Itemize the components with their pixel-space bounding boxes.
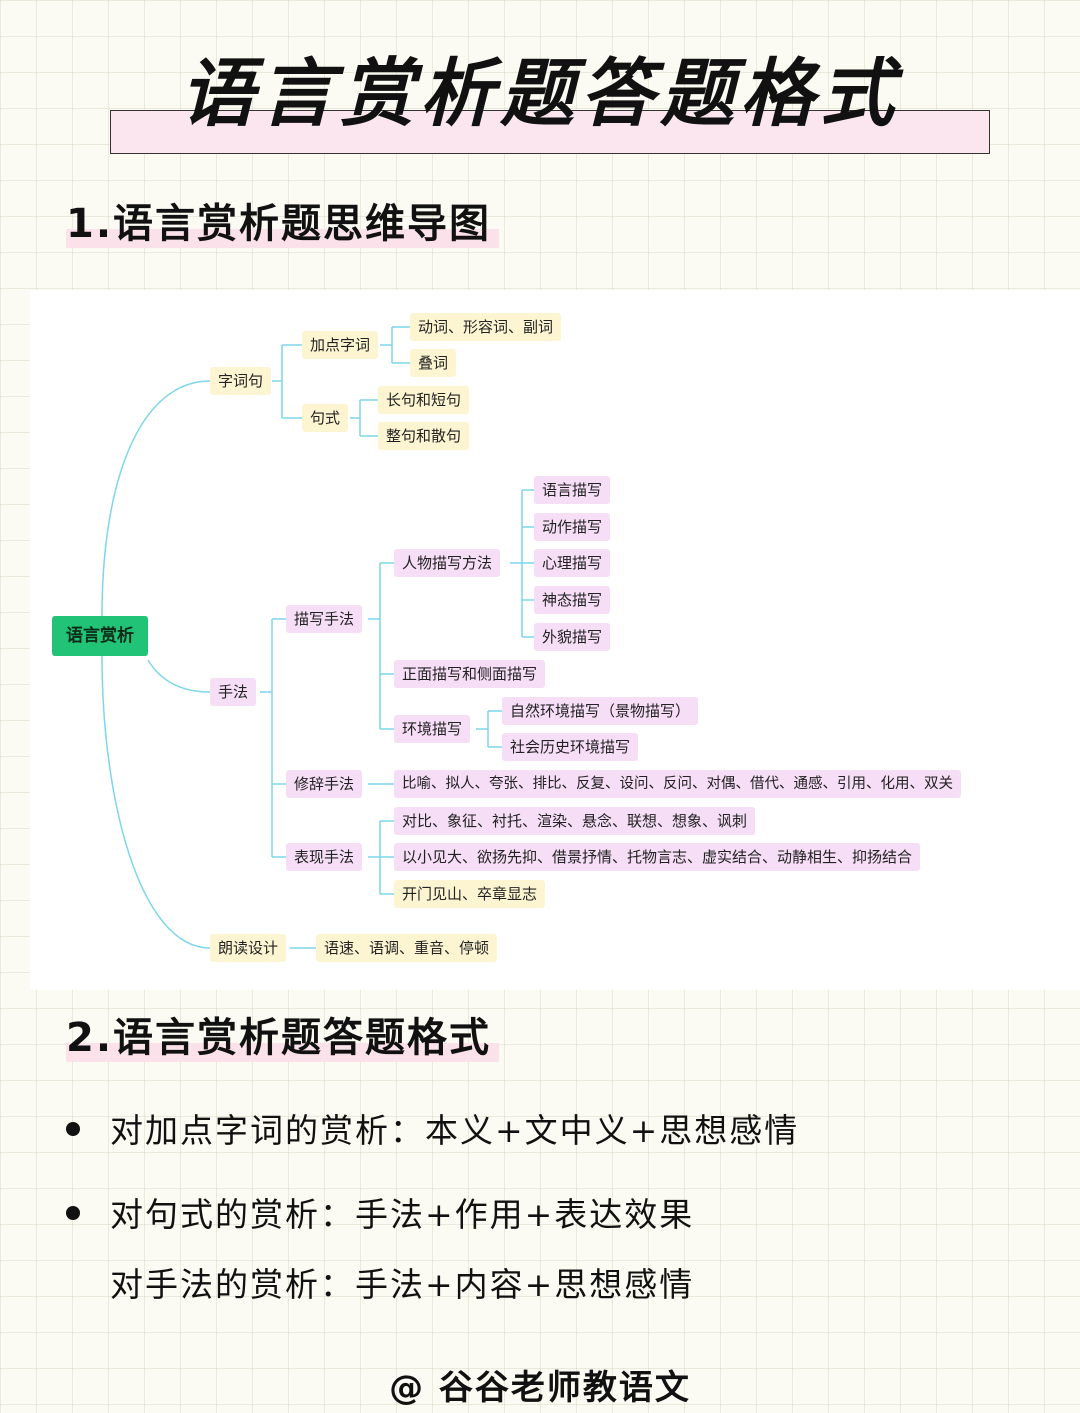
bullet-text-1: 对加点字词的赏析：本义+文中义+思想感情 — [110, 1111, 800, 1150]
node-jushi: 句式 — [302, 404, 349, 432]
node-changju: 长句和短句 — [378, 386, 470, 414]
node-bx1: 对比、象征、衬托、渲染、悬念、联想、想象、讽刺 — [394, 807, 756, 835]
node-shentai: 神态描写 — [534, 586, 611, 614]
node-dieci: 叠词 — [410, 349, 457, 377]
page-title: 语言赏析题答题格式 — [180, 51, 900, 137]
section2-heading: 2.语言赏析题答题格式 — [66, 1014, 500, 1062]
node-waimao: 外貌描写 — [534, 623, 611, 651]
node-miaoxie: 描写手法 — [286, 605, 363, 633]
node-zhengju: 整句和散句 — [378, 422, 470, 450]
node-ziran: 自然环境描写（景物描写） — [502, 697, 699, 725]
node-bx3: 开门见山、卒章显志 — [394, 880, 546, 908]
node-zhengmian: 正面描写和侧面描写 — [394, 660, 546, 688]
node-bx2: 以小见大、欲扬先抑、借景抒情、托物言志、虚实结合、动静相生、抑扬结合 — [394, 843, 921, 871]
node-xiuci: 修辞手法 — [286, 770, 363, 798]
node-xinli: 心理描写 — [534, 549, 611, 577]
node-huanjing: 环境描写 — [394, 715, 471, 743]
bullet-text-2: 对句式的赏析：手法+作用+表达效果 — [110, 1195, 695, 1234]
node-xiuci-list: 比喻、拟人、夸张、排比、反复、设问、反问、对偶、借代、通感、引用、化用、双关 — [394, 770, 961, 798]
node-yuyan: 语言描写 — [534, 476, 611, 504]
node-jiadian: 加点字词 — [302, 331, 379, 359]
bullet-dot-icon — [66, 1122, 80, 1136]
section1-heading: 1.语言赏析题思维导图 — [66, 200, 500, 248]
bullet-item-3: 对手法的赏析：手法+内容+思想感情 — [110, 1258, 694, 1306]
node-langdu-list: 语速、语调、重音、停顿 — [316, 934, 498, 962]
node-biaoxian: 表现手法 — [286, 843, 363, 871]
node-shehui: 社会历史环境描写 — [502, 733, 639, 761]
bullet-text-3: 对手法的赏析：手法+内容+思想感情 — [110, 1265, 695, 1304]
mindmap-root-node: 语言赏析 — [52, 616, 148, 656]
bullet-item-1: 对加点字词的赏析：本义+文中义+思想感情 — [66, 1104, 799, 1152]
node-dongzuo: 动作描写 — [534, 513, 611, 541]
node-dongci: 动词、形容词、副词 — [410, 313, 562, 341]
node-renwu: 人物描写方法 — [394, 549, 501, 577]
title-highlight-box — [110, 110, 990, 154]
bullet-dot-icon — [66, 1206, 80, 1220]
node-langdu: 朗读设计 — [210, 934, 287, 962]
footer-signature: @ 谷谷老师教语文 — [389, 1368, 691, 1408]
bullet-item-2: 对句式的赏析：手法+作用+表达效果 — [66, 1188, 694, 1236]
node-zicijv: 字词句 — [210, 367, 272, 395]
node-shoufa: 手法 — [210, 678, 257, 706]
